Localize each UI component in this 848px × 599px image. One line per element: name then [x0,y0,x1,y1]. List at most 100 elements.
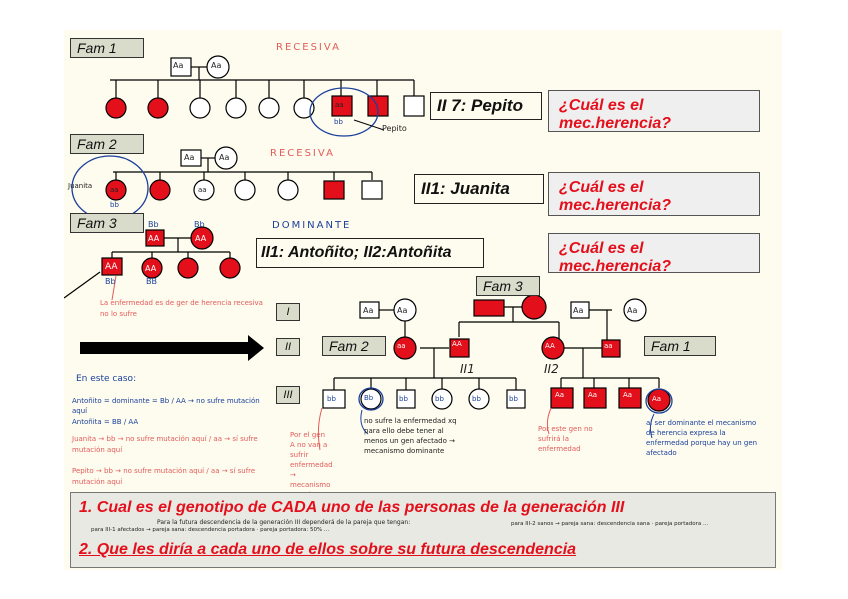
note-gen3-left: Por el gen A no van a sufrir enfermedad … [290,431,333,499]
gen1-fam3-mother [521,294,547,320]
fam3-label: Fam 3 [70,213,144,233]
geno-gen3-5: bb [472,395,481,403]
geno-fam3-mother-b: Bb [194,220,205,229]
geno-gen1-f2-mother: Aa [397,306,408,315]
fam3-child-4 [219,257,241,279]
fam2-child-7 [361,180,383,200]
fam3-mother [190,226,214,250]
gen3-4 [431,388,453,410]
fam2-father [180,149,202,167]
gen3-2 [360,388,382,410]
geno-gen1-f1-father: Aa [573,306,584,315]
fam2-label: Fam 2 [70,134,144,154]
fam1-child-5 [258,97,280,119]
gen2-antonita [541,336,565,360]
question-2: ¿Cuál es el mec.herencia? [548,172,760,216]
geno-antonita: AA [145,264,157,273]
bottom-scribble-3: para III-2 sanos → pareja sana: descende… [511,521,709,527]
fam3-antonita [141,257,163,279]
slide: Aa Aa aa bb Aa Aa aa bb aa AA AA Bb Bb A… [64,30,782,570]
dominante: DOMINANTE [272,220,352,231]
fam2-juanita [105,179,127,201]
bottom-question-2: 2. Que les diría a cada uno de ellos sob… [79,541,577,558]
geno-juanita: aa [110,186,119,194]
bottom-scribble-1: Para la futura descendencia de la genera… [157,519,411,526]
fam1-child-9 [403,95,425,117]
geno-gen1-f2-father: Aa [363,306,374,315]
recesiva-1: RECESIVA [276,42,341,53]
geno-fam2-father: Aa [184,153,195,162]
title-juanita: II1: Juanita [414,174,544,204]
gen1-fam1-father [570,301,590,319]
gen3-9 [618,387,642,409]
note-juanita: Juanita → bb → no sufre mutación aquí / … [72,435,258,454]
gen3-8 [583,387,607,409]
geno-gen2-f1: aa [604,342,613,350]
fam3-child-3 [177,257,199,279]
geno-fam2-mother: Aa [219,153,230,162]
title-antonitos: II1: Antoñito; II2:Antoñita [256,238,484,268]
gen1-fam2-father [359,301,380,319]
pepito-circle [309,87,379,137]
fam1-mother [206,55,230,79]
fam3-father [145,229,165,247]
fam3-antonito [101,257,123,276]
bottom-question-1: 1. Cual es el genotipo de CADA uno de la… [79,499,625,516]
geno-gen3-3: bb [399,395,408,403]
gen3-7 [550,387,574,409]
geno-pepito: aa [335,101,344,109]
gen1-fam3-father [473,299,505,317]
geno-gen3-10: Aa [652,395,662,403]
fam2-child-2 [149,179,171,201]
gen3-6 [506,389,526,409]
fam2-label-b: Fam 2 [322,336,386,356]
geno-fam1-mother: Aa [211,61,222,70]
question-1: ¿Cuál es el mec.herencia? [548,90,760,132]
fam2-mother [214,146,238,170]
gen-II: II [276,338,300,356]
geno-antonita-b: BB [146,277,157,286]
geno-gen2-antonito: AA [452,340,462,348]
branch-ii2: II2 [544,362,559,376]
note-antonita: Antoñita = BB / AA [72,418,139,426]
note-pepito: Pepito → bb → no sufre mutación aquí / a… [72,467,256,486]
fam1-child-2 [147,97,169,119]
geno-gen3-8: Aa [588,391,598,399]
pepito-arrow [353,119,385,131]
geno-antonito-b: Bb [105,277,116,286]
geno-gen3-9: Aa [623,391,633,399]
fam1-label-b: Fam 1 [644,336,716,356]
note-gen3-mid: no sufre la enfermedad xq para ello debe… [364,417,457,455]
recesiva-2: RECESIVA [270,148,335,159]
fam2-child-6 [323,180,345,200]
fam2-child-3 [193,179,215,201]
geno-gen3-2: Bb [364,394,374,402]
title-pepito: II 7: Pepito [430,92,542,120]
gen1-fam2-mother [393,298,417,322]
fam1-label: Fam 1 [70,38,144,58]
geno-gen2-antonita: AA [545,342,555,350]
note-gen3-right: Por este gen no sufrirá la enfermedad [538,425,593,453]
fam3-label-b: Fam 3 [476,276,540,296]
gen3-3 [396,389,416,409]
fam2-child-4 [234,179,256,201]
fam1-child-4 [225,97,247,119]
fam1-child-1 [105,97,127,119]
gen3-5 [468,388,490,410]
gen-I: I [276,303,300,321]
fam1-child-3 [189,97,211,119]
bottom-questions-box: 1. Cual es el genotipo de CADA uno de la… [70,492,776,568]
gen2-antonito [449,338,470,358]
juanita-note: Juanita [68,182,93,190]
geno-gen2-f2: aa [397,342,406,350]
geno-fam2-child3: aa [198,186,207,194]
geno-fam3-father: AA [148,234,160,243]
fam1-father [170,57,192,77]
geno-gen3-6: bb [509,395,518,403]
fam1-pepito [331,95,353,117]
gen2-fam2-daughter [393,336,417,360]
gen1-fam1-mother [623,298,647,322]
note-en-este-caso: En este caso: [76,374,137,384]
geno-fam3-mother: AA [195,234,207,243]
geno-antonito: AA [105,262,118,272]
